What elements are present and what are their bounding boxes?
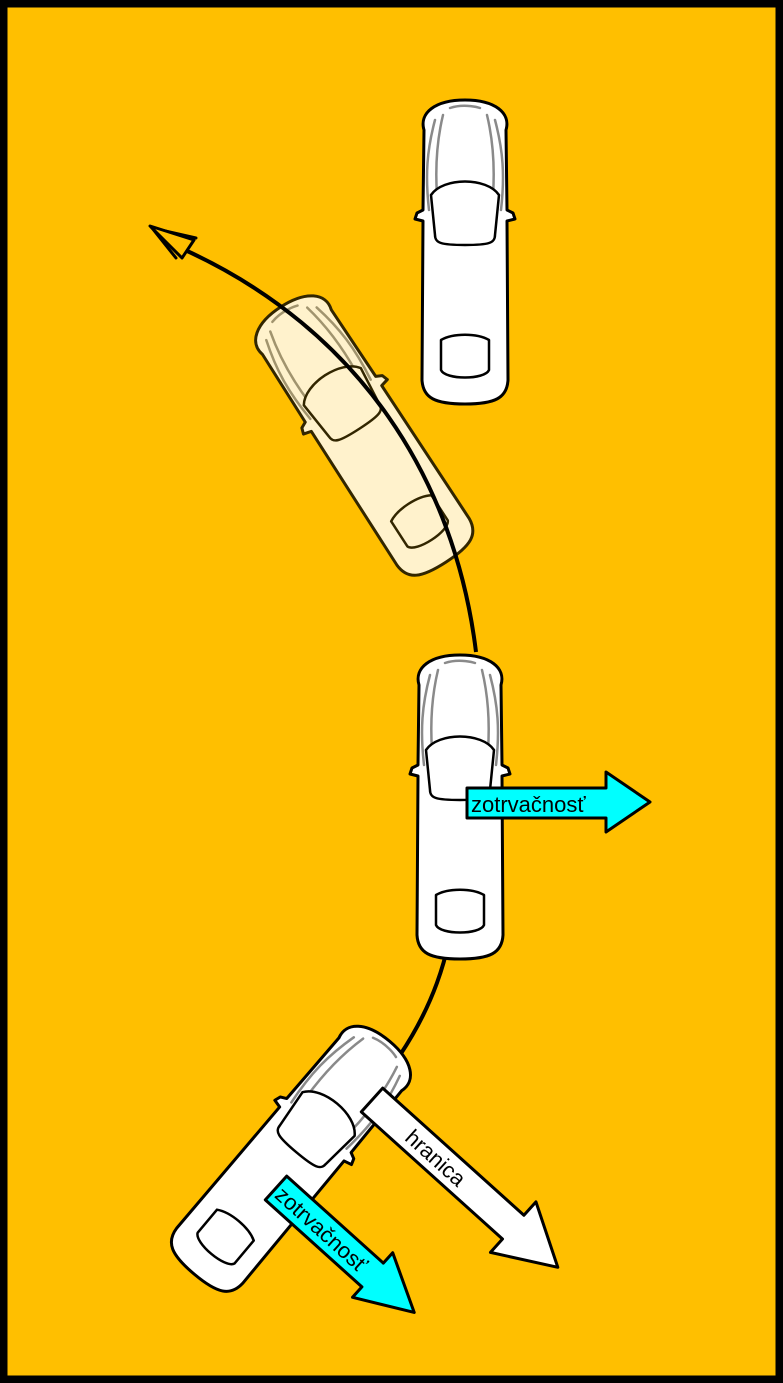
inertia-arrow: zotrvačnosť bbox=[465, 770, 652, 834]
inertia-label-middle: zotrvačnosť bbox=[471, 792, 586, 817]
arrowhead-icon bbox=[148, 224, 196, 260]
background bbox=[4, 4, 779, 1379]
car-icon bbox=[413, 98, 517, 406]
